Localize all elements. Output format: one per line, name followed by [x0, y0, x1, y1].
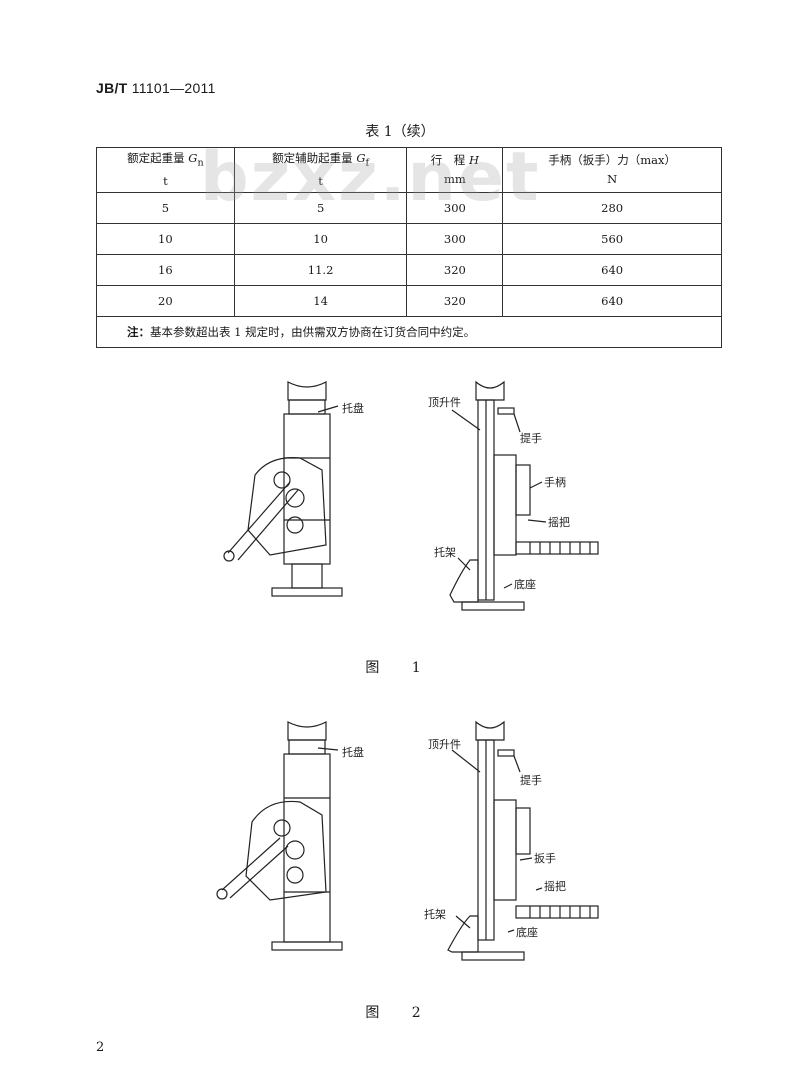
table-cell: 11.2 [233, 254, 408, 286]
table-caption: 表 1（续） [365, 124, 435, 140]
fig2-label-lift-handle: 提手 [520, 773, 542, 787]
table-cell: 10 [96, 223, 235, 255]
table-cell: 300 [406, 223, 504, 255]
table-cell: 16 [96, 254, 235, 286]
table-row: 10 10 300 560 [96, 223, 722, 255]
table-cell: 300 [406, 192, 504, 224]
table-cell: 640 [502, 285, 722, 317]
table-cell: 280 [502, 192, 722, 224]
table-row: 5 5 300 280 [96, 192, 722, 224]
table-cell: 640 [502, 254, 722, 286]
fig1-label-bracket: 托架 [434, 545, 456, 559]
table-note-row: 注：基本参数超出表 1 规定时，由供需双方协商在订货合同中约定。 [96, 316, 722, 348]
fig1-label-lift-handle: 提手 [520, 431, 542, 445]
table-cell: 5 [233, 192, 408, 224]
fig1-label-top-part: 顶升件 [428, 396, 461, 409]
figure-1-drawing: 托盘 顶升件 提手 手柄 摇把 托架 底座 [223, 380, 599, 611]
fig2-label-wrench: 扳手 [534, 851, 556, 865]
page-number: 2 [96, 1040, 105, 1055]
fig1-label-hand-lever: 手柄 [544, 475, 566, 489]
table-cell: 560 [502, 223, 722, 255]
fig1-label-base: 底座 [514, 577, 536, 591]
table-row: 16 11.2 320 640 [96, 254, 722, 286]
table-cell: 5 [96, 192, 235, 224]
fig2-label-bracket: 托架 [424, 907, 446, 921]
fig2-label-crank: 摇把 [544, 879, 566, 893]
header-handle-force: 手柄（扳手）力（max）N [502, 147, 722, 193]
table-cell: 320 [406, 254, 504, 286]
standard-code: JB/T 11101—2011 [96, 80, 216, 96]
figure-1-caption: 图 1 [365, 660, 435, 676]
table-cell: 10 [233, 223, 408, 255]
fig1-label-tray: 托盘 [342, 401, 364, 415]
fig2-label-tray: 托盘 [342, 745, 364, 759]
fig1-label-crank: 摇把 [548, 515, 570, 529]
table-cell: 20 [96, 285, 235, 317]
fig2-label-top-part: 顶升件 [428, 738, 461, 751]
table-row: 20 14 320 640 [96, 285, 722, 317]
table-note: 注：基本参数超出表 1 规定时，由供需双方协商在订货合同中约定。 [96, 316, 722, 348]
figure-2-drawing: 托盘 顶升件 提手 扳手 摇把 托架 底座 [216, 720, 599, 961]
table-cell: 14 [233, 285, 408, 317]
fig2-label-base: 底座 [516, 925, 538, 939]
figure-2-caption: 图 2 [365, 1005, 435, 1021]
table-cell: 320 [406, 285, 504, 317]
